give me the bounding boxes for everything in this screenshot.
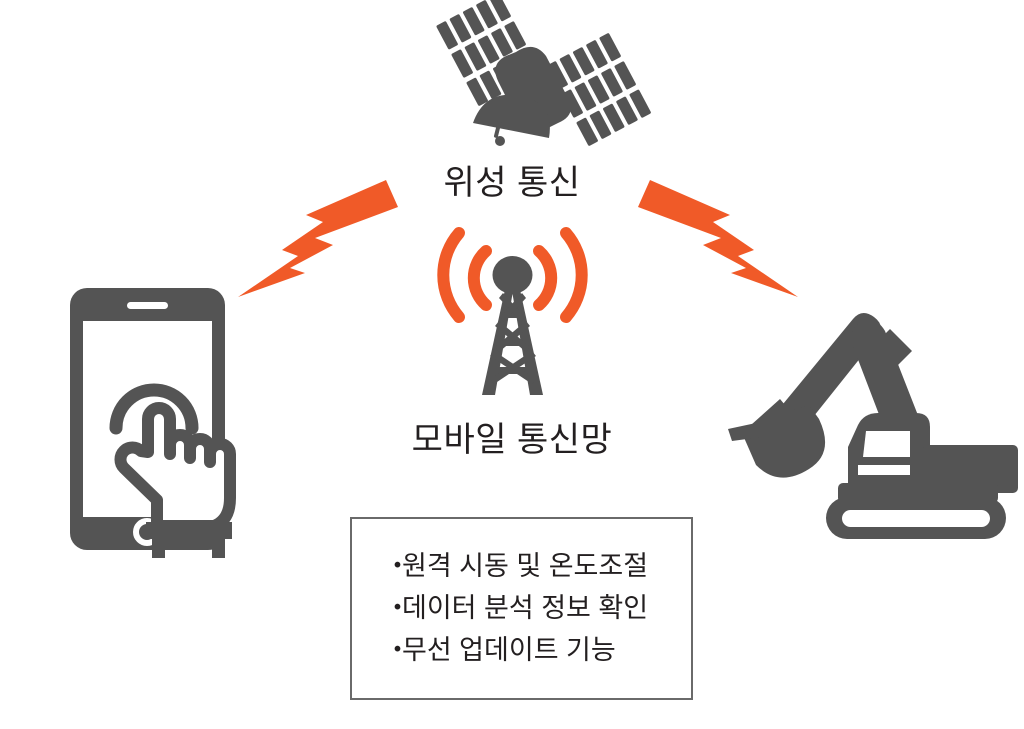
feature-item: ・데이터 분석 정보 확인 — [384, 587, 691, 629]
cell-tower-icon — [425, 225, 600, 395]
smartphone-touch-icon — [60, 282, 260, 562]
lightning-bolt-left-icon — [238, 170, 398, 300]
satellite-label: 위성 통신 — [443, 164, 581, 202]
bullet-glyph: ・ — [384, 593, 411, 623]
bullet-glyph: ・ — [384, 635, 411, 665]
bullet-glyph: ・ — [384, 551, 411, 581]
feature-item-text: 무선 업데이트 기능 — [402, 635, 616, 665]
mobile-network-label: 모바일 통신망 — [411, 421, 613, 459]
excavator-icon — [718, 305, 1018, 539]
feature-item: ・무선 업데이트 기능 — [384, 629, 691, 671]
feature-item: ・원격 시동 및 온도조절 — [384, 545, 691, 587]
lightning-bolt-right-icon — [638, 170, 798, 300]
satellite-icon — [418, 0, 651, 148]
feature-box: ・원격 시동 및 온도조절 ・데이터 분석 정보 확인 ・무선 업데이트 기능 — [350, 517, 693, 700]
feature-item-text: 원격 시동 및 온도조절 — [402, 551, 649, 581]
feature-item-text: 데이터 분석 정보 확인 — [402, 593, 649, 623]
feature-list: ・원격 시동 및 온도조절 ・데이터 분석 정보 확인 ・무선 업데이트 기능 — [352, 519, 691, 671]
